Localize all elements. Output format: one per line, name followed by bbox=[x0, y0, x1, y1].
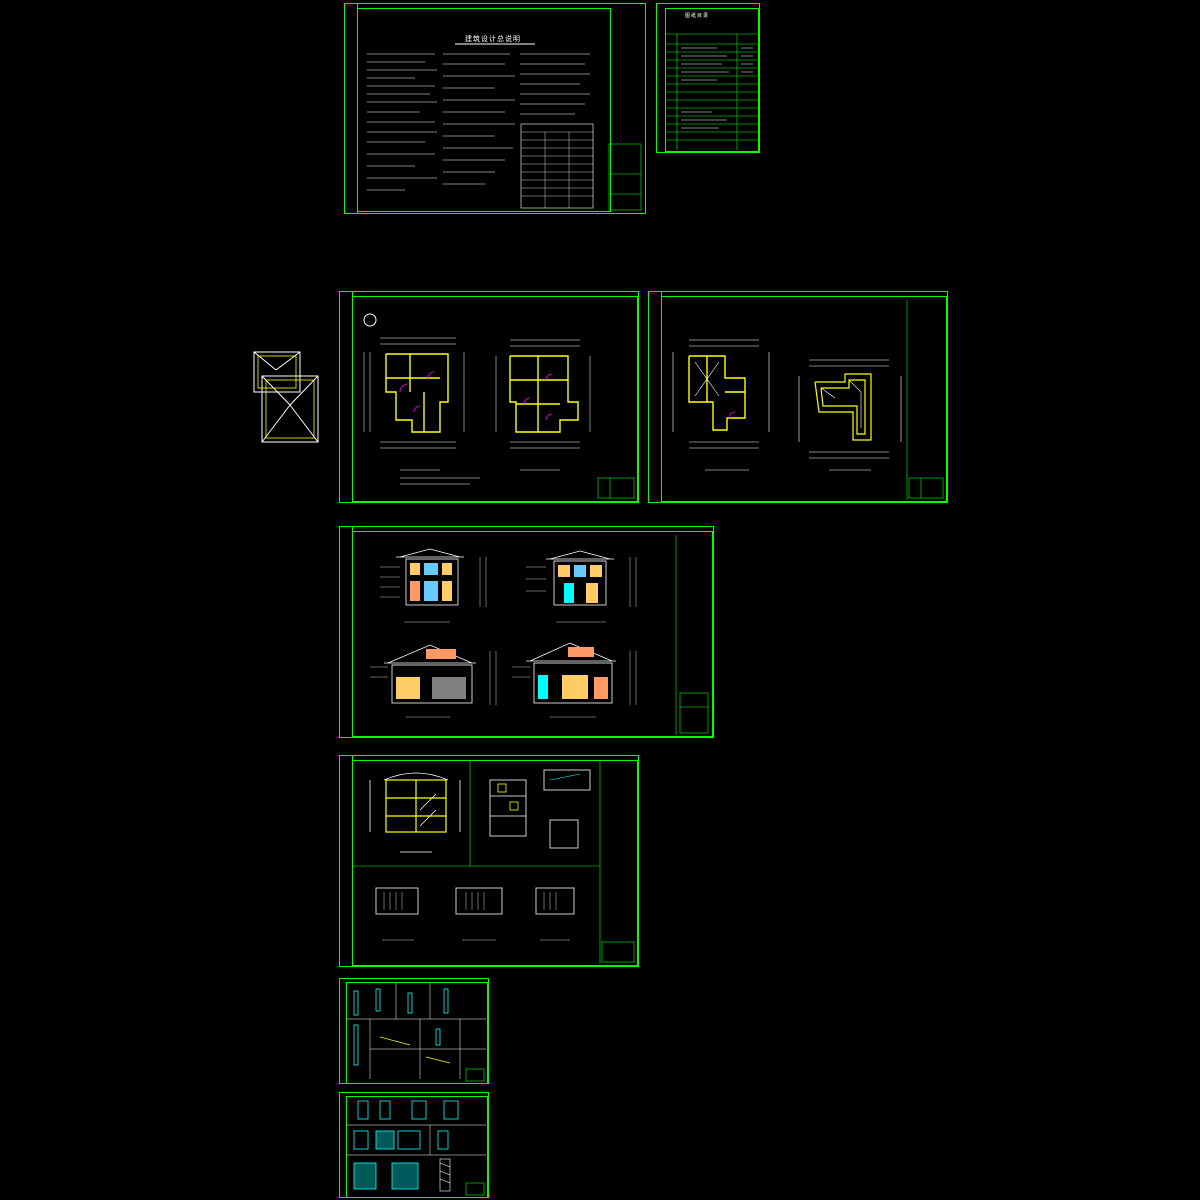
door-window-details-drawing bbox=[346, 1100, 486, 1196]
sheet-floor-plan-3-roof[interactable] bbox=[648, 291, 948, 503]
sheet-elevations[interactable] bbox=[339, 526, 714, 738]
sheet-sections-stairs[interactable] bbox=[339, 755, 639, 967]
sheet-drawing-list[interactable]: 图纸目录 bbox=[656, 3, 760, 153]
sheet-floor-plans-1-2[interactable] bbox=[339, 291, 639, 503]
sheet-door-window-details[interactable] bbox=[339, 1092, 489, 1198]
floor-plans-1-2-drawing bbox=[363, 313, 635, 499]
drawing-list-table bbox=[665, 33, 757, 150]
drawing-list-title: 图纸目录 bbox=[685, 13, 710, 19]
design-notes-text-block bbox=[367, 43, 642, 211]
elevations-drawing bbox=[370, 535, 709, 735]
floor-plan-3-roof-drawing bbox=[672, 300, 944, 500]
sheet-design-notes[interactable]: 建筑设计总说明 bbox=[344, 3, 646, 214]
sheet-wall-details[interactable] bbox=[339, 978, 489, 1084]
sections-stairs-drawing bbox=[352, 760, 635, 964]
design-notes-title: 建筑设计总说明 bbox=[465, 35, 521, 43]
wall-details-drawing bbox=[346, 983, 486, 1082]
